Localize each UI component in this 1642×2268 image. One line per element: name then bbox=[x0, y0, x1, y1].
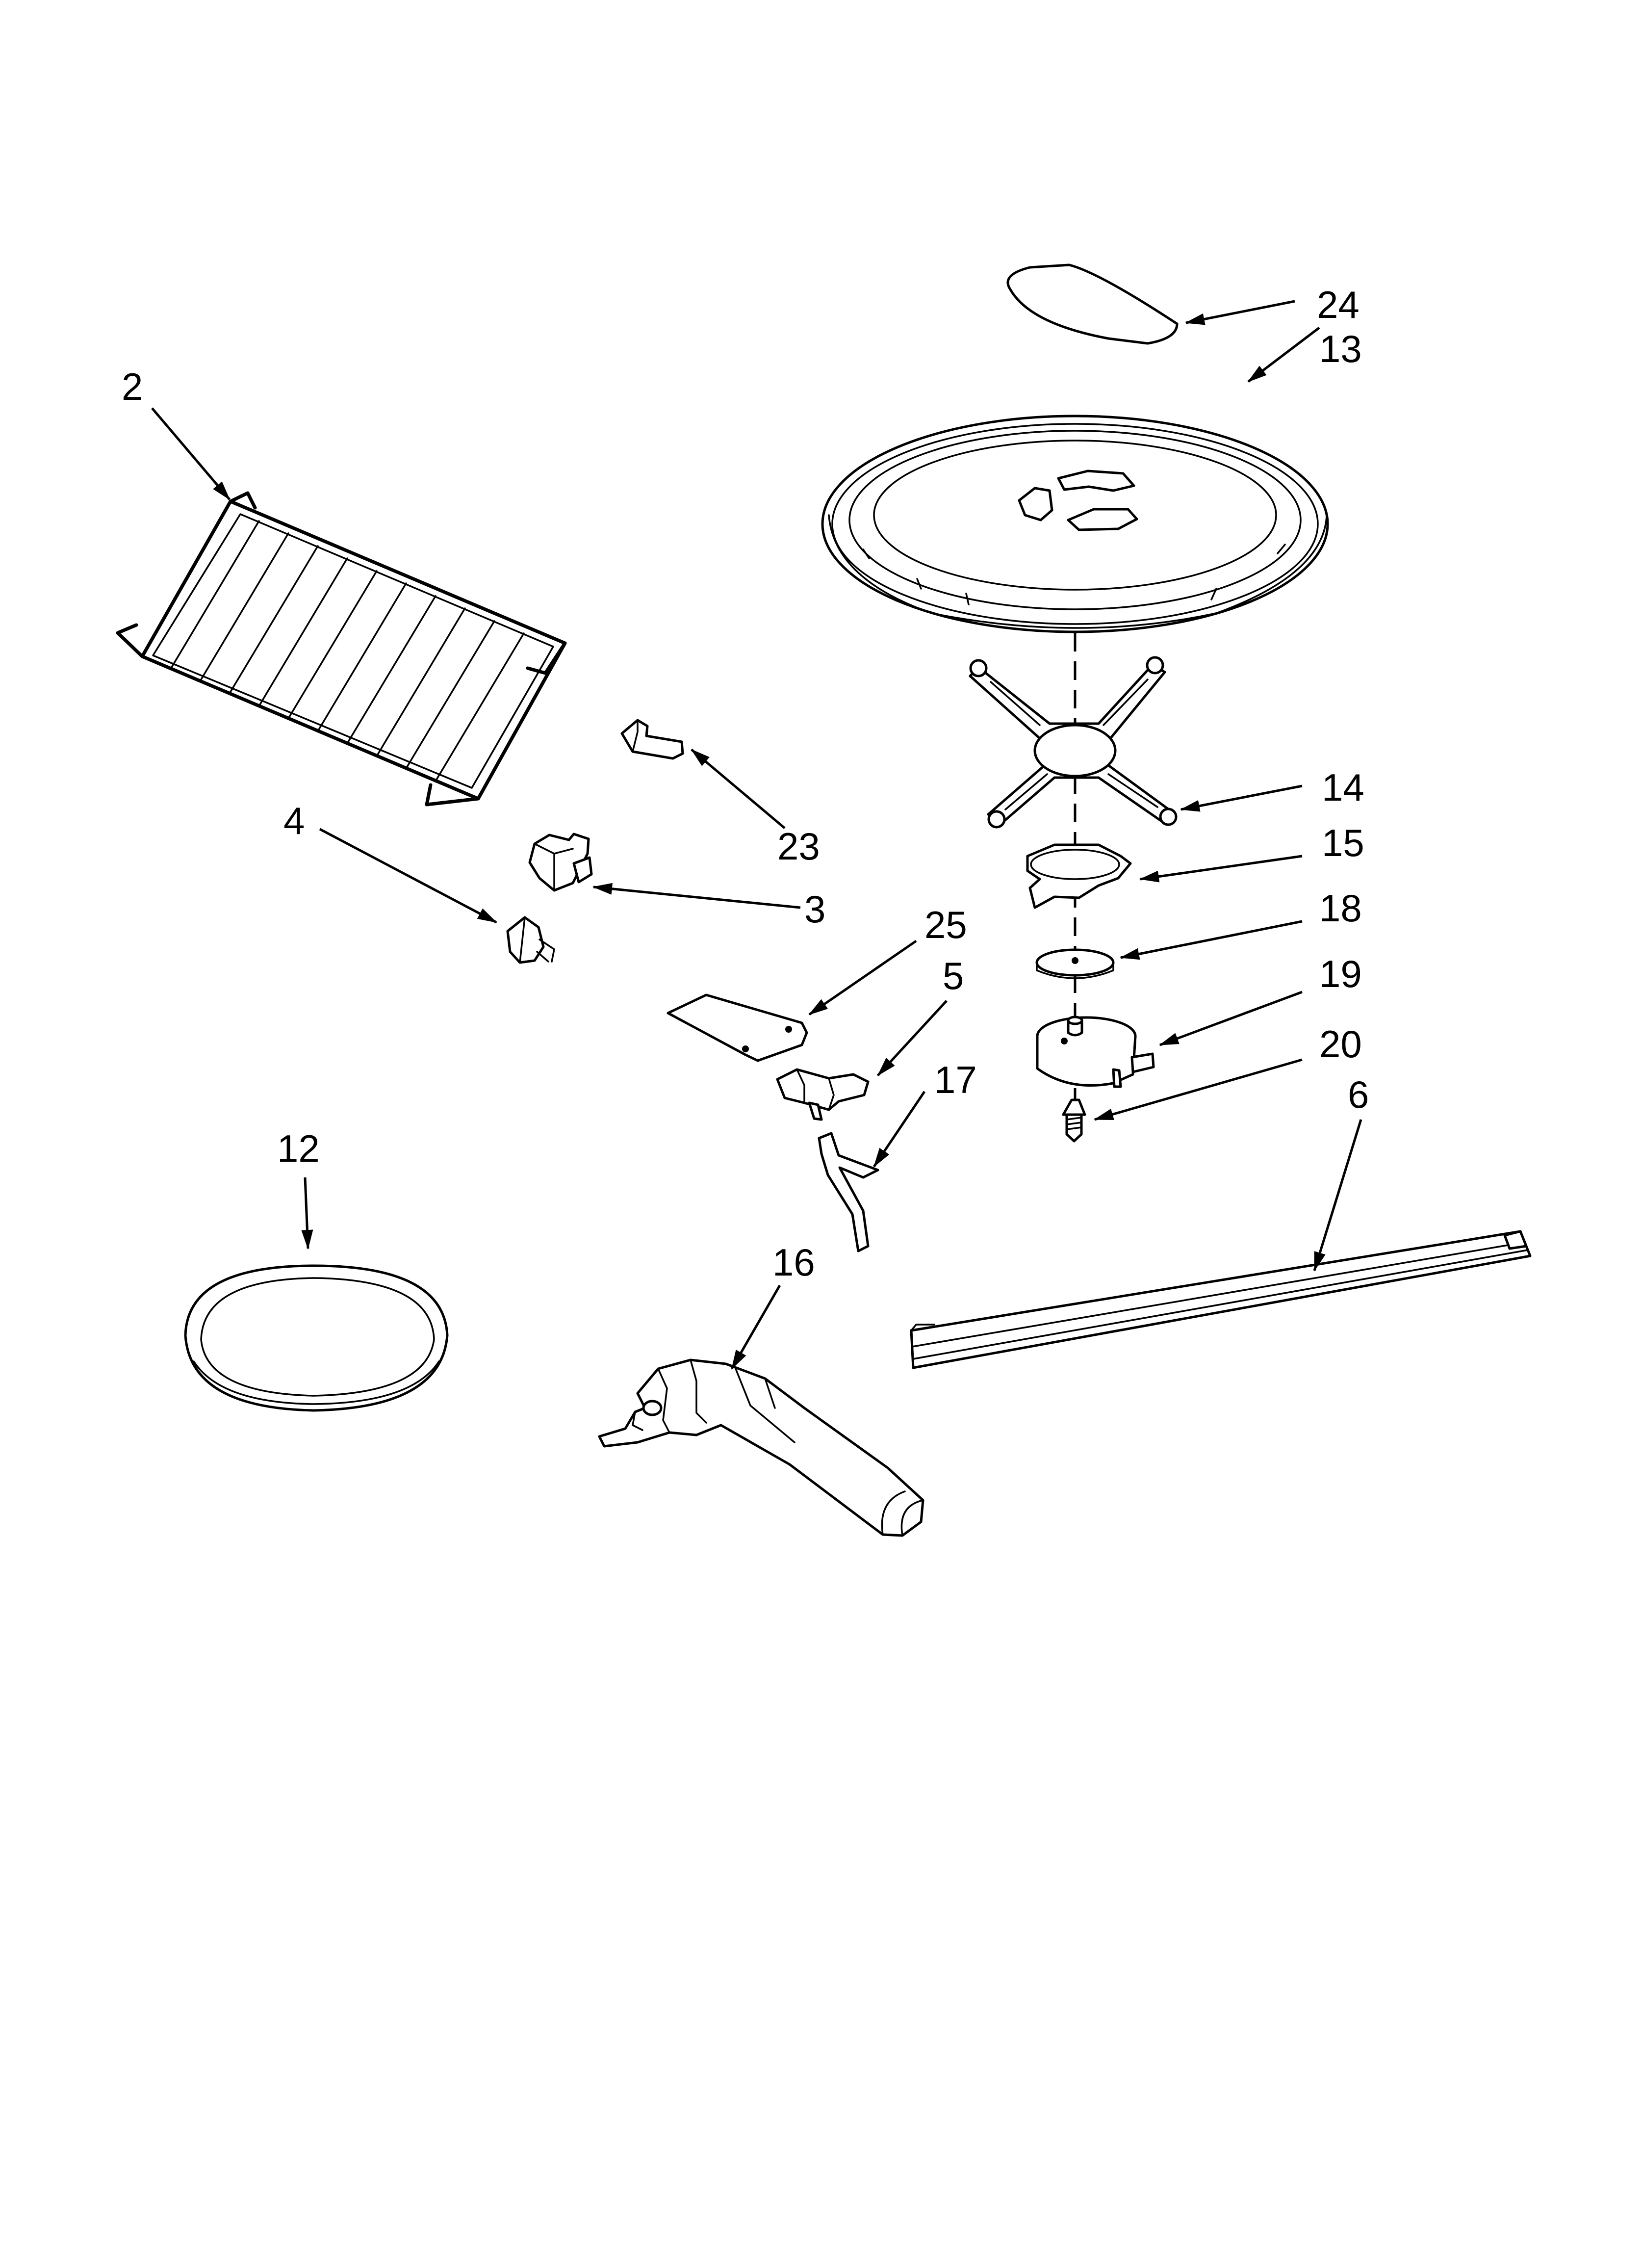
callout-2: 2 bbox=[122, 365, 143, 408]
callout-13: 13 bbox=[1319, 327, 1362, 370]
callout-19: 19 bbox=[1319, 952, 1362, 995]
washer-icon bbox=[1035, 948, 1115, 979]
turntable-motor-icon bbox=[1036, 1016, 1155, 1088]
turntable-hub bbox=[1018, 469, 1138, 531]
pan-handle-icon bbox=[598, 1358, 924, 1537]
screw-icon bbox=[1062, 1098, 1086, 1143]
callout-12: 12 bbox=[277, 1127, 320, 1170]
crisper-pan-icon bbox=[184, 1264, 449, 1412]
trim-strip-icon bbox=[910, 1230, 1532, 1369]
callout-17: 17 bbox=[934, 1058, 977, 1101]
clip-icon bbox=[620, 719, 684, 760]
wire-rack-icon bbox=[116, 491, 567, 807]
callout-3: 3 bbox=[804, 887, 825, 931]
coupler-icon bbox=[1026, 843, 1132, 909]
callout-20: 20 bbox=[1319, 1022, 1362, 1066]
turntable-tray-icon bbox=[821, 415, 1329, 633]
callout-16: 16 bbox=[772, 1241, 815, 1284]
cover-plate-icon bbox=[667, 993, 808, 1062]
bracket-icon bbox=[818, 1132, 879, 1252]
light-bulb-icon bbox=[506, 916, 555, 964]
callout-5: 5 bbox=[943, 954, 964, 997]
callout-23: 23 bbox=[777, 825, 820, 868]
callout-18: 18 bbox=[1319, 886, 1362, 930]
callout-15: 15 bbox=[1322, 821, 1364, 864]
callout-24: 24 bbox=[1317, 283, 1360, 326]
callout-25: 25 bbox=[924, 903, 967, 946]
cover-plate-icon bbox=[1006, 263, 1179, 345]
callout-14: 14 bbox=[1322, 766, 1364, 809]
lamp-socket-icon bbox=[528, 833, 593, 892]
callout-4: 4 bbox=[283, 799, 305, 842]
switch-icon bbox=[776, 1068, 870, 1121]
callout-6: 6 bbox=[1348, 1073, 1369, 1116]
turntable-support-icon bbox=[969, 656, 1178, 829]
